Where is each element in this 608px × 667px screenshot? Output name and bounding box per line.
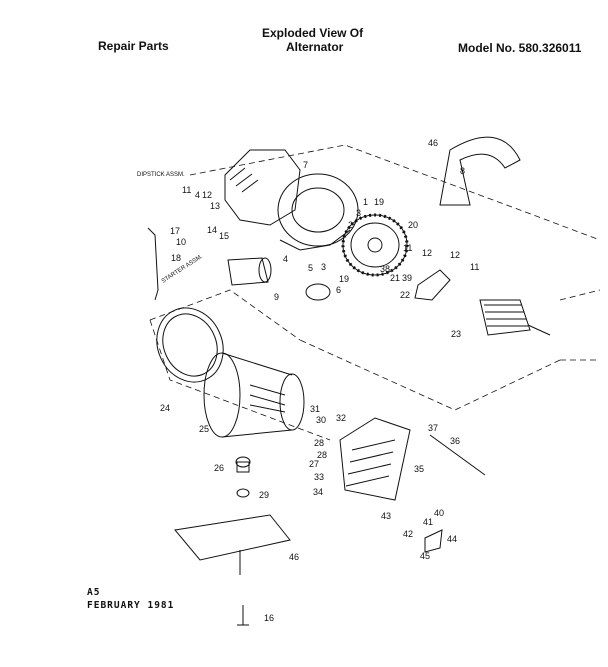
- callout: 15: [219, 231, 229, 241]
- callout: 29: [259, 490, 269, 500]
- callout: 44: [447, 534, 457, 544]
- callout: 16: [264, 613, 274, 623]
- end-cover: [424, 529, 443, 553]
- rotor: [479, 299, 551, 336]
- callout: 36: [450, 436, 460, 446]
- through-bolt: [429, 434, 486, 476]
- assembly-outline: [149, 144, 601, 441]
- dipstick: [147, 227, 159, 301]
- callout: 14: [207, 225, 217, 235]
- mounting-bolt: [237, 605, 249, 626]
- callout: 41: [423, 517, 433, 527]
- stator-housing: [203, 352, 305, 438]
- callout: 2: [348, 220, 353, 230]
- callout: 11: [470, 262, 479, 272]
- callout: 22: [400, 290, 410, 300]
- callout: 6: [336, 285, 341, 295]
- alternator-title: Alternator: [286, 40, 344, 54]
- callout: 25: [199, 424, 209, 434]
- callout: 21: [390, 273, 400, 283]
- callout: 1: [363, 197, 368, 207]
- callout: 7: [303, 160, 308, 170]
- callout: 12: [422, 248, 432, 258]
- flywheel: [341, 213, 409, 277]
- publish-date: FEBRUARY 1981: [87, 600, 175, 611]
- callout: 4: [195, 190, 200, 200]
- mounting-plate: [414, 269, 451, 301]
- callout: 12: [450, 250, 460, 260]
- callout: 38: [380, 264, 390, 274]
- callout: 8: [460, 166, 465, 176]
- callout: 17: [170, 226, 180, 236]
- callout: 11: [403, 243, 412, 253]
- starter-motor: [227, 257, 331, 301]
- callout: 31: [310, 404, 320, 414]
- callout: 40: [434, 508, 444, 518]
- callout: 10: [176, 237, 186, 247]
- stator-ring: [156, 307, 224, 383]
- callout: 46: [289, 552, 299, 562]
- callout: 11: [182, 185, 191, 195]
- callout: 20: [408, 220, 418, 230]
- callout: 43: [381, 511, 391, 521]
- repair-parts-title: Repair Parts: [98, 39, 169, 53]
- callout: 39: [402, 273, 412, 283]
- engine-assembly: [224, 149, 359, 251]
- callout: 3: [356, 208, 361, 218]
- end-bell: [339, 417, 411, 501]
- rubber-mount: [235, 456, 251, 498]
- callout: 28: [317, 450, 327, 460]
- base-bracket: [174, 514, 291, 575]
- fan-shroud: [439, 136, 521, 206]
- callout: 26: [214, 463, 224, 473]
- callout: 32: [336, 413, 346, 423]
- dipstick-label: DIPSTICK ASSM.: [137, 172, 185, 178]
- callout: 13: [210, 201, 220, 211]
- callout: 35: [414, 464, 424, 474]
- callout: 18: [171, 253, 181, 263]
- callout: 12: [202, 190, 212, 200]
- exploded-view-title: Exploded View Of: [262, 26, 364, 40]
- callout: 5: [308, 263, 313, 273]
- callout: 27: [309, 459, 319, 469]
- callout: 46: [428, 138, 438, 148]
- callout: 33: [314, 472, 324, 482]
- callout: 3: [321, 262, 326, 272]
- callout: 4: [283, 254, 288, 264]
- callout: 45: [420, 551, 430, 561]
- model-number: Model No. 580.326011: [458, 41, 582, 55]
- callout: 34: [313, 487, 323, 497]
- callout: 30: [316, 415, 326, 425]
- callout: 42: [403, 529, 413, 539]
- callout: 24: [160, 403, 170, 413]
- callouts: 46 8 7 11 4 12 13 17 10 14 15 18 1 19 3 …: [160, 138, 479, 623]
- starter-label: STARTER ASSM.: [161, 254, 204, 285]
- callout: 19: [339, 274, 349, 284]
- callout: 23: [451, 329, 461, 339]
- callout: 28: [314, 438, 324, 448]
- callout: 9: [274, 292, 279, 302]
- callout: 19: [374, 197, 384, 207]
- callout: 37: [428, 423, 438, 433]
- page-code: A5: [87, 587, 101, 598]
